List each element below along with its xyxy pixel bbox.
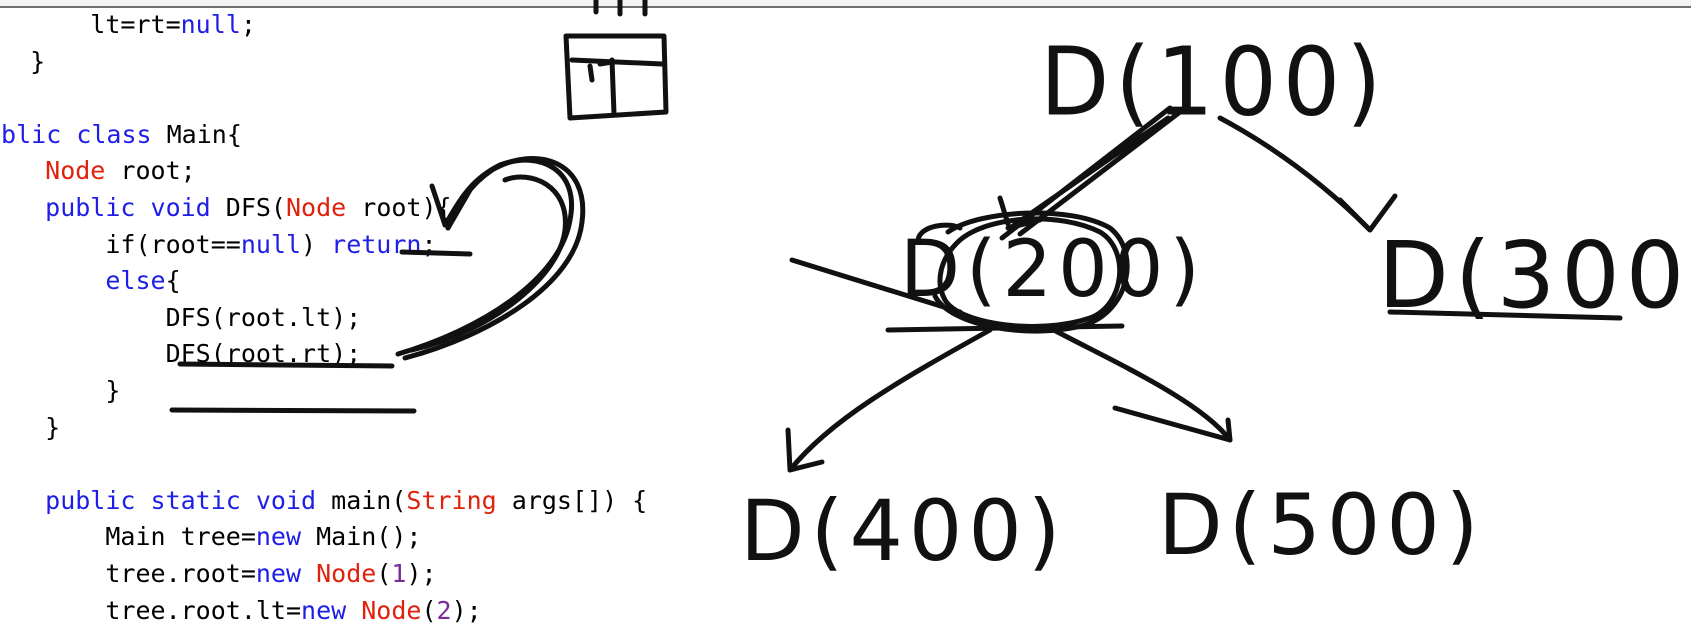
code-token: void <box>150 193 226 222</box>
code-line[interactable]: lt=rt=null; <box>0 7 256 43</box>
code-token: tree.root.lt= <box>0 595 302 625</box>
code-line[interactable]: ublic class Main{ <box>0 117 242 153</box>
code-token: DFS(root.lt); <box>0 302 362 332</box>
code-line[interactable]: Node root; <box>0 153 196 189</box>
code-token: else <box>105 266 166 296</box>
code-token: Main{ <box>166 119 242 149</box>
code-line[interactable]: DFS(root.lt); <box>0 300 362 336</box>
code-token: } <box>0 412 61 442</box>
code-token: static <box>150 485 256 515</box>
code-token: if(root== <box>0 229 241 259</box>
recursion-arrow <box>395 156 586 361</box>
code-token: public <box>45 193 151 222</box>
code-token: null <box>180 10 241 39</box>
code-token: 2 <box>436 595 452 625</box>
code-token: ); <box>451 595 482 625</box>
code-token: String <box>406 485 497 515</box>
code-line[interactable]: Main tree=new Main(); <box>0 519 421 555</box>
code-token: ublic <box>0 119 62 149</box>
code-token: ) <box>301 229 332 259</box>
code-token: public <box>45 485 151 515</box>
code-token: tree.root= <box>0 559 256 588</box>
code-token: null <box>240 229 302 259</box>
code-line[interactable]: tree.root.lt=new Node(2); <box>0 593 482 629</box>
code-token: ( <box>376 559 392 588</box>
code-token: ; <box>240 10 256 39</box>
code-token: ( <box>421 595 437 625</box>
tree-node-d100: D(100) <box>1040 27 1388 138</box>
code-line[interactable]: tree.root=new Node(1); <box>0 556 437 592</box>
tree-node-d400: D(400) <box>740 482 1067 580</box>
code-line[interactable]: public static void main(String args[]) { <box>0 483 647 519</box>
code-line[interactable]: else{ <box>0 263 181 299</box>
tree-node-d200: D(200) <box>900 225 1206 315</box>
tree-node-d300: D(300) <box>1378 222 1691 329</box>
tree-node-d500: D(500) <box>1158 476 1485 574</box>
underline-d300 <box>1387 309 1623 321</box>
code-line[interactable]: } <box>0 44 45 80</box>
code-token: 1 <box>391 559 407 588</box>
code-token: root; <box>105 156 196 186</box>
code-token: { <box>165 266 181 296</box>
code-token: args[]) { <box>496 485 648 515</box>
code-token: DFS( <box>225 193 286 222</box>
top-border <box>0 0 1691 8</box>
code-token: main( <box>331 485 407 515</box>
code-line[interactable]: } <box>0 373 120 409</box>
code-token: Node <box>286 193 347 222</box>
highlight-circle <box>915 210 1130 334</box>
code-token: Node <box>316 559 377 588</box>
code-line[interactable]: } <box>0 410 60 446</box>
code-token: } <box>0 376 121 405</box>
code-underlines <box>169 361 417 414</box>
code-token: lt=rt= <box>0 10 181 39</box>
code-token: Node <box>361 595 422 625</box>
code-token: class <box>76 119 167 149</box>
code-token: new <box>255 559 317 588</box>
code-token: ); <box>406 559 437 588</box>
box-sketch <box>563 0 669 121</box>
code-token: Main(); <box>316 522 422 552</box>
code-token: Node <box>45 156 106 186</box>
code-token: new <box>255 522 317 552</box>
code-token: Main tree= <box>0 522 256 552</box>
code-token: } <box>0 46 46 76</box>
code-token: new <box>301 595 362 625</box>
code-token: void <box>255 485 332 515</box>
